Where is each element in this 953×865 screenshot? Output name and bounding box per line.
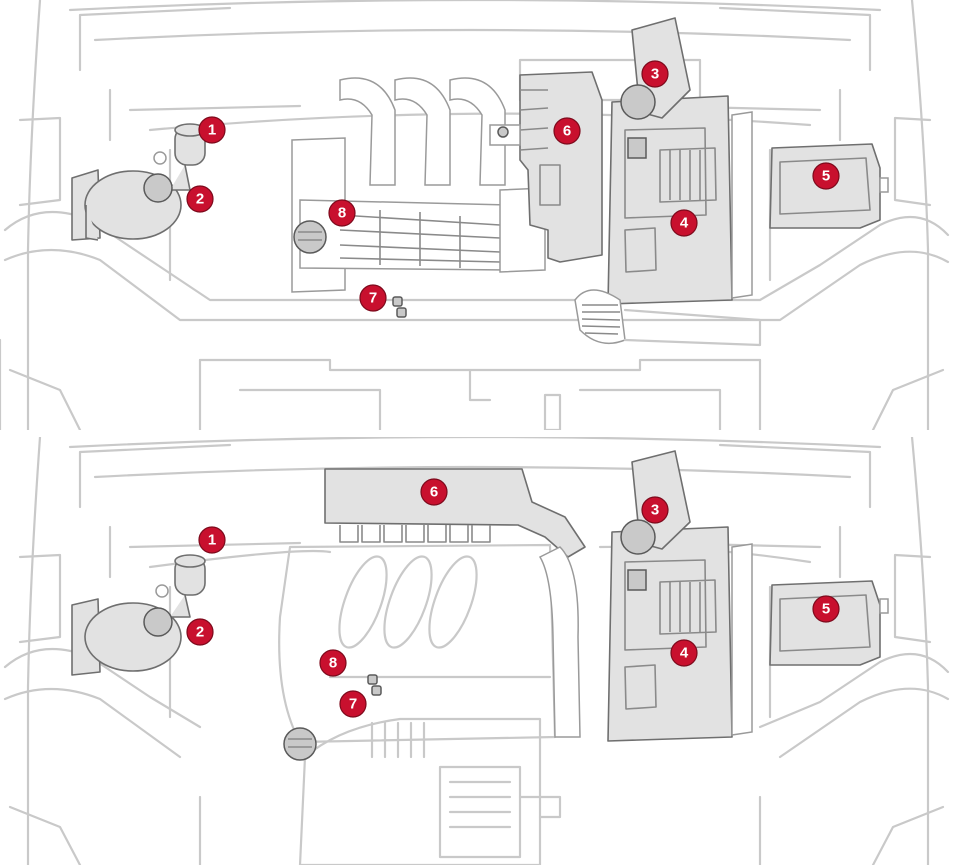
dipstick [367, 674, 382, 696]
battery [607, 526, 753, 742]
callout-2: 2 [186, 618, 214, 646]
oil-filler-cap [293, 220, 327, 254]
intake-hose [574, 289, 762, 347]
engine-block-outline [278, 543, 562, 865]
callout-5-label: 5 [822, 601, 830, 618]
oil-filler-cap [283, 727, 317, 761]
callout-8-label: 8 [338, 205, 346, 222]
callout-2-label: 2 [196, 624, 204, 641]
callout-6: 6 [553, 117, 581, 145]
callout-6: 6 [420, 478, 448, 506]
brake-fluid-cap [170, 554, 206, 618]
callout-7: 7 [339, 690, 367, 718]
callout-3-label: 3 [651, 502, 659, 519]
fuse-box [769, 580, 889, 666]
callout-2: 2 [186, 185, 214, 213]
callout-3-label: 3 [651, 66, 659, 83]
intake-manifold [291, 77, 546, 293]
callout-6-label: 6 [563, 123, 571, 140]
callout-4: 4 [670, 639, 698, 667]
callout-4-label: 4 [680, 645, 689, 662]
coolant-cap [143, 584, 173, 637]
callout-7-label: 7 [369, 290, 377, 307]
callout-5-label: 5 [822, 168, 830, 185]
callout-3: 3 [641, 496, 669, 524]
battery [607, 95, 753, 305]
callout-4-label: 4 [680, 215, 689, 232]
dipstick [392, 296, 407, 318]
callout-5: 5 [812, 595, 840, 623]
callout-8: 8 [328, 199, 356, 227]
bottom-engine-view: 1 2 3 4 5 6 7 8 [3, 437, 950, 865]
callout-1-label: 1 [208, 122, 216, 139]
callout-4: 4 [670, 209, 698, 237]
callout-1-label: 1 [208, 532, 216, 549]
air-filter-cover [324, 468, 586, 738]
coolant-cap [143, 151, 173, 203]
callout-8-label: 8 [329, 655, 337, 672]
callout-3: 3 [641, 60, 669, 88]
callout-7-label: 7 [349, 696, 357, 713]
callout-8: 8 [319, 649, 347, 677]
top-engine-view: 1 2 3 4 5 6 7 8 [0, 0, 950, 430]
brake-fluid-cap [170, 123, 206, 191]
callout-1: 1 [198, 116, 226, 144]
callout-5: 5 [812, 162, 840, 190]
callout-7: 7 [359, 284, 387, 312]
callout-2-label: 2 [196, 191, 204, 208]
callout-6-label: 6 [430, 484, 438, 501]
callout-1: 1 [198, 526, 226, 554]
air-filter [489, 71, 603, 263]
